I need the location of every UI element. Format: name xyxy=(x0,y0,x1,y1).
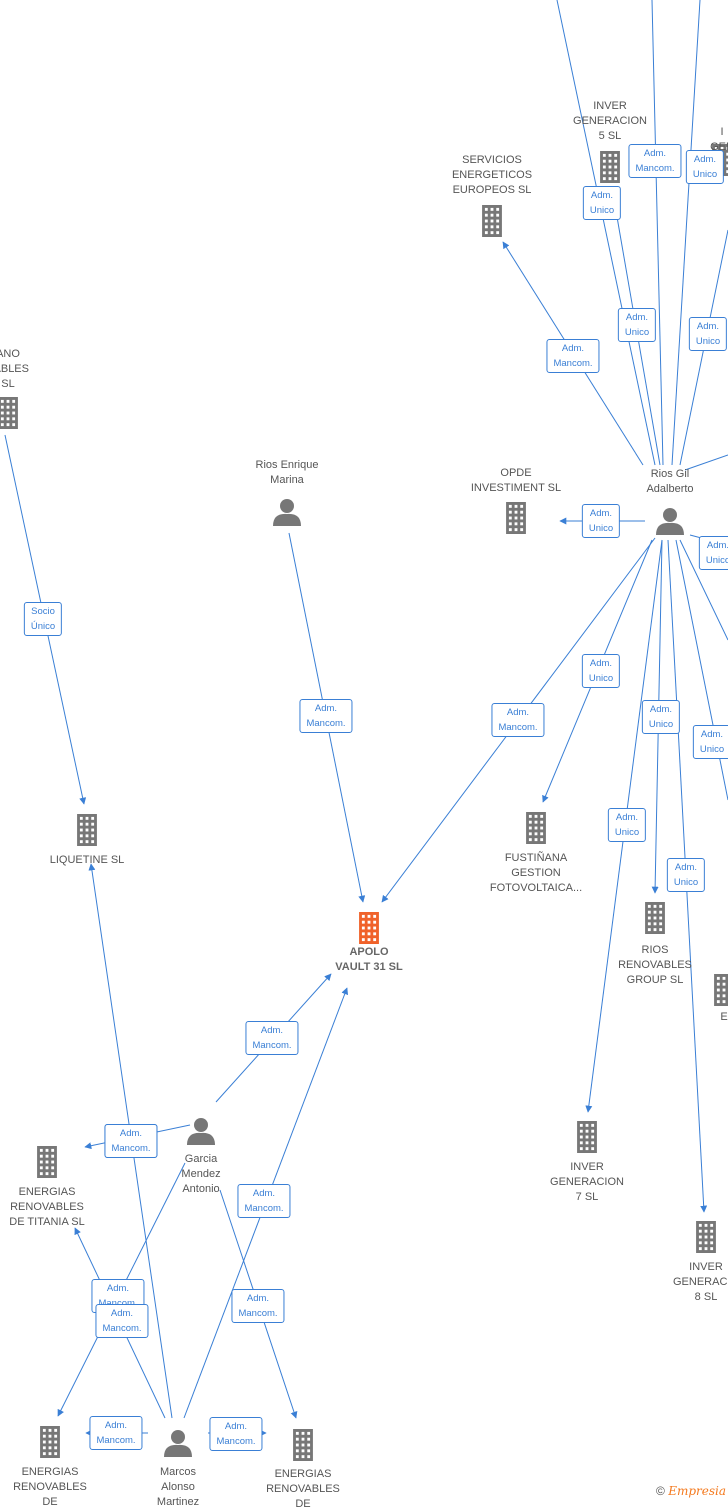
node-label-opde[interactable]: OPDE INVESTIMENT SL xyxy=(470,467,562,494)
edge-offscreen xyxy=(675,539,728,801)
building-icon[interactable] xyxy=(526,812,546,844)
edge-label[interactable]: Adm. Unico xyxy=(607,808,647,842)
node-label-e-right[interactable]: E xyxy=(720,1011,728,1023)
node-label-servicios[interactable]: SERVICIOS ENERGETICOS EUROPEOS SL xyxy=(451,154,533,196)
person-icon[interactable] xyxy=(187,1118,215,1145)
edge-label[interactable]: Adm. Mancom. xyxy=(89,1416,143,1450)
edge-label[interactable]: Adm. Unico xyxy=(685,150,725,184)
building-icon[interactable] xyxy=(600,151,620,183)
person-icon[interactable] xyxy=(164,1430,192,1457)
node-label-fustinana[interactable]: FUSTIÑANA GESTION FOTOVOLTAICA... xyxy=(489,852,583,894)
edge-label[interactable]: Adm. Mancom. xyxy=(299,699,353,733)
edge-label[interactable]: Adm. Mancom. xyxy=(546,339,600,373)
edge-label[interactable]: Adm. Unico xyxy=(688,317,728,351)
node-label-titania[interactable]: ENERGIAS RENOVABLES DE TITANIA SL xyxy=(9,1186,85,1228)
building-icon[interactable] xyxy=(645,902,665,934)
brand-logo[interactable]: Empresia xyxy=(668,1484,726,1498)
node-label-inver7[interactable]: INVER GENERACION 7 SL xyxy=(550,1161,624,1203)
edge-label[interactable]: Adm. Mancom. xyxy=(95,1304,149,1338)
edge-offscreen xyxy=(684,454,728,471)
edge-label[interactable]: Socio Único xyxy=(23,602,63,636)
node-label-er-dd[interactable]: ENERGIAS RENOVABLES DE xyxy=(266,1468,340,1510)
copyright-symbol: © xyxy=(656,1484,665,1498)
node-label-garcia[interactable]: Garcia Mendez Antonio xyxy=(181,1153,221,1195)
building-icon-focus[interactable] xyxy=(359,912,379,944)
node-label-apolo[interactable]: APOLO VAULT 31 SL xyxy=(335,946,403,973)
building-icon[interactable] xyxy=(0,397,18,429)
node-label-rios-gil[interactable]: Rios Gil Adalberto xyxy=(646,468,694,495)
edge-offscreen xyxy=(556,0,656,466)
edge-label[interactable]: Adm. Unico xyxy=(582,186,622,220)
edge-label[interactable]: Adm. Unico xyxy=(581,654,621,688)
building-icon[interactable] xyxy=(714,974,728,1006)
building-icon[interactable] xyxy=(577,1121,597,1153)
building-icon[interactable] xyxy=(40,1426,60,1458)
edge-label[interactable]: Adm. Mancom. xyxy=(491,703,545,737)
node-label-gen-right[interactable]: I GEN xyxy=(710,126,728,153)
edge-label[interactable]: Adm. Unico xyxy=(692,725,728,759)
building-icon[interactable] xyxy=(482,205,502,237)
building-icon[interactable] xyxy=(293,1429,313,1461)
edge-offscreen xyxy=(679,539,728,641)
footer: © Empresia xyxy=(656,1484,726,1498)
node-label-rios-enrique[interactable]: Rios Enrique Marina xyxy=(255,459,319,486)
edge-label[interactable]: Adm. Mancom. xyxy=(231,1289,285,1323)
node-label-liquetine[interactable]: LIQUETINE SL xyxy=(49,854,125,866)
edge-label[interactable]: Adm. Unico xyxy=(698,536,728,570)
node-label-er-de[interactable]: ENERGIAS RENOVABLES DE xyxy=(13,1466,87,1508)
node-label-inver8[interactable]: INVER GENERACIO 8 SL xyxy=(672,1261,728,1303)
person-icon[interactable] xyxy=(273,499,301,526)
node-label-inver5[interactable]: INVER GENERACION 5 SL xyxy=(573,100,647,142)
edge-label[interactable]: Adm. Mancom. xyxy=(104,1124,158,1158)
edge-label[interactable]: Adm. Unico xyxy=(581,504,621,538)
edge-offscreen xyxy=(671,0,701,466)
edge-label[interactable]: Adm. Mancom. xyxy=(628,144,682,178)
person-icon[interactable] xyxy=(656,508,684,535)
edge-label[interactable]: Adm. Unico xyxy=(617,308,657,342)
node-label-marcos[interactable]: Marcos Alonso Martinez xyxy=(156,1466,200,1508)
building-icon[interactable] xyxy=(77,814,97,846)
node-label-rios-renov[interactable]: RIOS RENOVABLES GROUP SL xyxy=(618,944,692,986)
building-icon[interactable] xyxy=(696,1221,716,1253)
node-label-ano[interactable]: ANO VABLES SL xyxy=(0,348,29,390)
building-icon[interactable] xyxy=(37,1146,57,1178)
building-icon[interactable] xyxy=(506,502,526,534)
edge-label[interactable]: Adm. Unico xyxy=(666,858,706,892)
edge-label[interactable]: Adm. Mancom. xyxy=(237,1184,291,1218)
edge-offscreen xyxy=(651,0,664,466)
edge-label[interactable]: Adm. Mancom. xyxy=(245,1021,299,1055)
edge-label[interactable]: Adm. Mancom. xyxy=(209,1417,263,1451)
edge-label[interactable]: Adm. Unico xyxy=(641,700,681,734)
